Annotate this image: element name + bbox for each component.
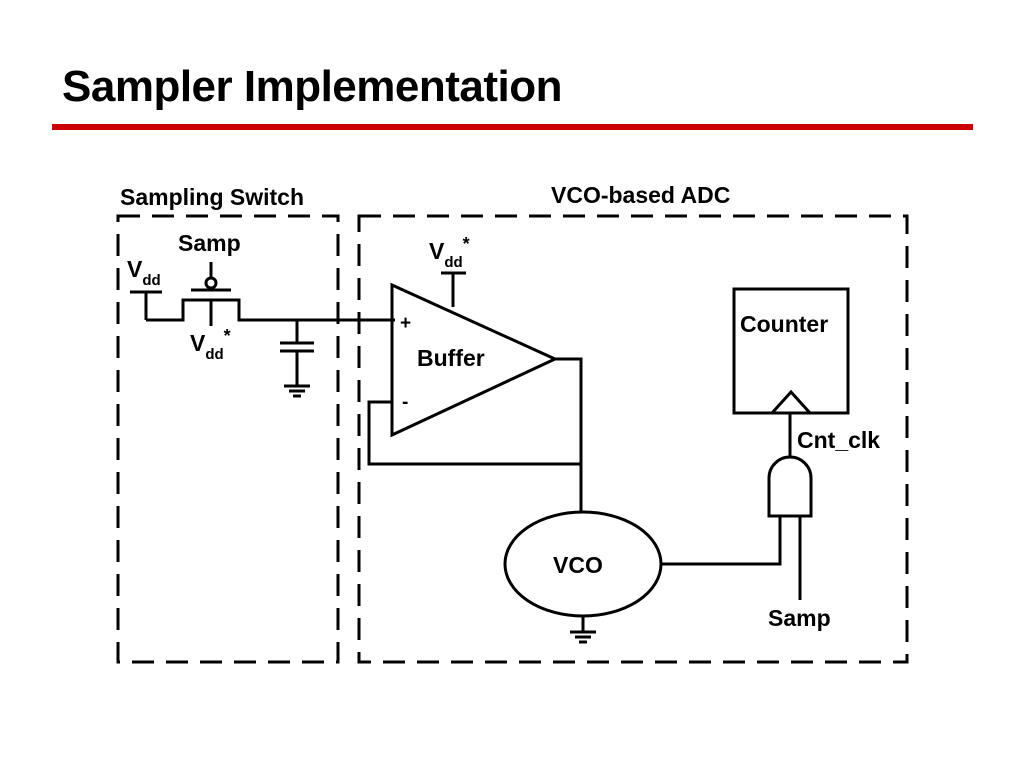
- cnt-clk-label: Cnt_clk: [797, 427, 880, 453]
- buffer-plus-input: +: [400, 313, 411, 334]
- slide-title: Sampler Implementation: [62, 62, 563, 111]
- sampling-switch-box: [116, 214, 340, 664]
- vco-output-wire: [661, 516, 782, 566]
- vco-label: VCO: [553, 552, 603, 578]
- vco-adc-label: VCO-based ADC: [551, 182, 730, 208]
- counter-block: [732, 287, 850, 415]
- buffer-label: Buffer: [417, 345, 485, 371]
- counter-clock-marker: [770, 389, 812, 415]
- buffer-amplifier: [390, 282, 559, 438]
- vco-ground-icon: [570, 630, 596, 644]
- vco-adc-box: [357, 214, 909, 664]
- buffer-feedback-wire: [367, 400, 581, 466]
- sampling-capacitor: [280, 320, 314, 386]
- buffer-output-wire: [555, 357, 583, 512]
- samp-input-label: Samp: [768, 605, 831, 631]
- buffer-minus-input: -: [402, 392, 408, 413]
- vdd-star-buffer-label: Vdd*: [429, 234, 470, 271]
- vdd-star-switch-label: Vdd*: [190, 326, 231, 363]
- vdd-supply-label: Vdd: [127, 256, 161, 289]
- and-gate: [767, 455, 813, 518]
- counter-label: Counter: [740, 311, 828, 337]
- pmos-switch: [130, 262, 395, 326]
- sampling-switch-label: Sampling Switch: [120, 184, 304, 210]
- samp-gate-label: Samp: [178, 230, 241, 256]
- title-underline: [52, 124, 973, 130]
- capacitor-ground-icon: [284, 384, 310, 398]
